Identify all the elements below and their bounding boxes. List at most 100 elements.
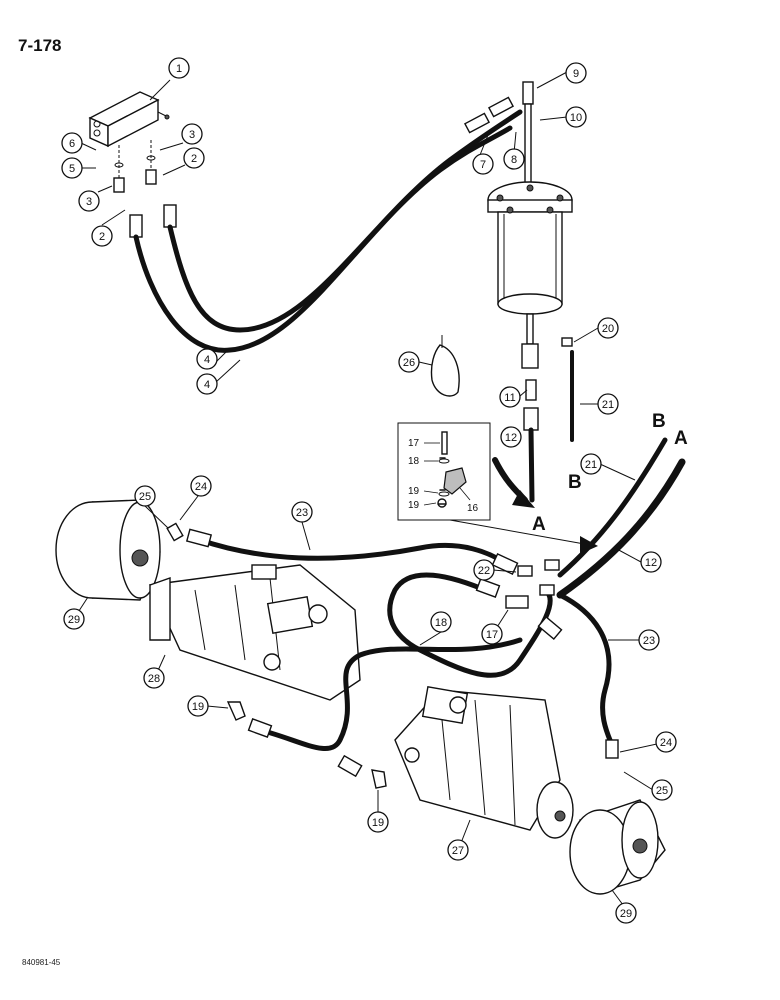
- callout-2b: 2: [91, 225, 113, 247]
- svg-text:17: 17: [486, 629, 498, 641]
- callout-23a: 23: [291, 501, 313, 523]
- inset-label-13: 16: [467, 503, 479, 514]
- letter-b-bottom: B: [568, 472, 582, 493]
- callout-3b: 3: [78, 190, 100, 212]
- svg-text:29: 29: [620, 908, 632, 920]
- callout-3a: 3: [181, 123, 203, 145]
- svg-text:8: 8: [511, 154, 517, 166]
- inset-label-15-top: 18: [408, 456, 420, 467]
- callout-21b: 21: [580, 453, 602, 475]
- callout-9: 9: [565, 62, 587, 84]
- elbows-19: [226, 701, 387, 789]
- svg-text:29: 29: [68, 614, 80, 626]
- inset-label-14: 17: [408, 438, 420, 449]
- motor-29-left: [55, 499, 184, 601]
- letter-b-top: B: [652, 411, 666, 432]
- svg-text:20: 20: [602, 323, 614, 335]
- svg-text:4: 4: [204, 354, 210, 366]
- pump-27: [394, 685, 574, 839]
- callout-11: 11: [499, 386, 521, 408]
- svg-text:21: 21: [602, 399, 614, 411]
- svg-text:25: 25: [139, 491, 151, 503]
- callout-2a: 2: [183, 147, 205, 169]
- callout-6: 6: [61, 132, 83, 154]
- svg-text:3: 3: [86, 196, 92, 208]
- svg-text:6: 6: [69, 138, 75, 150]
- svg-text:9: 9: [573, 68, 579, 80]
- svg-text:24: 24: [195, 481, 207, 493]
- callout-20: 20: [597, 317, 619, 339]
- svg-text:5: 5: [69, 163, 75, 175]
- letter-a-bottom: A: [532, 514, 546, 535]
- hose-23: [185, 528, 519, 576]
- svg-text:11: 11: [504, 392, 515, 404]
- svg-text:22: 22: [478, 565, 490, 577]
- callout-22: 22: [473, 559, 495, 581]
- callout-21a: 21: [597, 393, 619, 415]
- hose-18: [247, 572, 563, 778]
- motor-29-right: [569, 799, 666, 895]
- callout-7: 7: [472, 153, 494, 175]
- callout-25a: 25: [134, 485, 156, 507]
- long-hoses-a-b: [449, 437, 686, 599]
- pump-28: [148, 564, 361, 701]
- svg-text:1: 1: [176, 63, 182, 75]
- svg-text:12: 12: [645, 557, 657, 569]
- svg-text:4: 4: [204, 379, 210, 391]
- svg-text:21: 21: [585, 459, 597, 471]
- callout-17: 17: [481, 623, 503, 645]
- callout-29b: 29: [615, 902, 637, 924]
- svg-text:2: 2: [99, 231, 105, 243]
- hose-23-right: [557, 592, 619, 759]
- callout-26: 26: [398, 351, 420, 373]
- valve-fittings: [113, 140, 177, 238]
- svg-text:27: 27: [452, 845, 464, 857]
- page-number: 7-178: [18, 36, 62, 55]
- callout-24a: 24: [190, 475, 212, 497]
- inset-label-15-bottom: 19: [408, 486, 420, 497]
- valve-block: [88, 91, 170, 148]
- letter-a-top: A: [674, 428, 688, 449]
- callout-25b: 25: [651, 779, 673, 801]
- callout-12a: 12: [500, 426, 522, 448]
- svg-text:25: 25: [656, 785, 668, 797]
- callout-19b: 19: [367, 811, 389, 833]
- callout-28: 28: [143, 667, 165, 689]
- svg-text:10: 10: [570, 112, 582, 124]
- inset-label-16: 19: [408, 500, 420, 511]
- svg-text:28: 28: [148, 673, 160, 685]
- clamp-inset: [397, 422, 535, 521]
- callout-4a: 4: [196, 348, 218, 370]
- callout-18: 18: [430, 611, 452, 633]
- svg-text:23: 23: [296, 507, 308, 519]
- svg-text:7: 7: [480, 159, 486, 171]
- hose-strap: [430, 335, 460, 397]
- svg-text:26: 26: [403, 357, 415, 369]
- svg-text:19: 19: [372, 817, 384, 829]
- svg-text:24: 24: [660, 737, 672, 749]
- svg-text:18: 18: [435, 617, 447, 629]
- callout-12b: 12: [640, 551, 662, 573]
- callout-27: 27: [447, 839, 469, 861]
- svg-text:19: 19: [192, 701, 204, 713]
- callout-1: 1: [168, 57, 190, 79]
- callout-23b: 23: [638, 629, 660, 651]
- hose-pair-4: [133, 96, 523, 353]
- svg-text:2: 2: [191, 153, 197, 165]
- cylinder-assembly: [487, 81, 574, 503]
- svg-text:3: 3: [189, 129, 195, 141]
- figure-code: 840981-45: [22, 958, 61, 967]
- tee-fittings: [505, 559, 560, 609]
- inset-leaders: [423, 442, 471, 506]
- callout-29a: 29: [63, 608, 85, 630]
- callout-10: 10: [565, 106, 587, 128]
- callout-8: 8: [503, 148, 525, 170]
- callout-4b: 4: [196, 373, 218, 395]
- svg-text:23: 23: [643, 635, 655, 647]
- callout-5: 5: [61, 157, 83, 179]
- callout-19a: 19: [187, 695, 209, 717]
- callout-24b: 24: [655, 731, 677, 753]
- svg-text:12: 12: [505, 432, 517, 444]
